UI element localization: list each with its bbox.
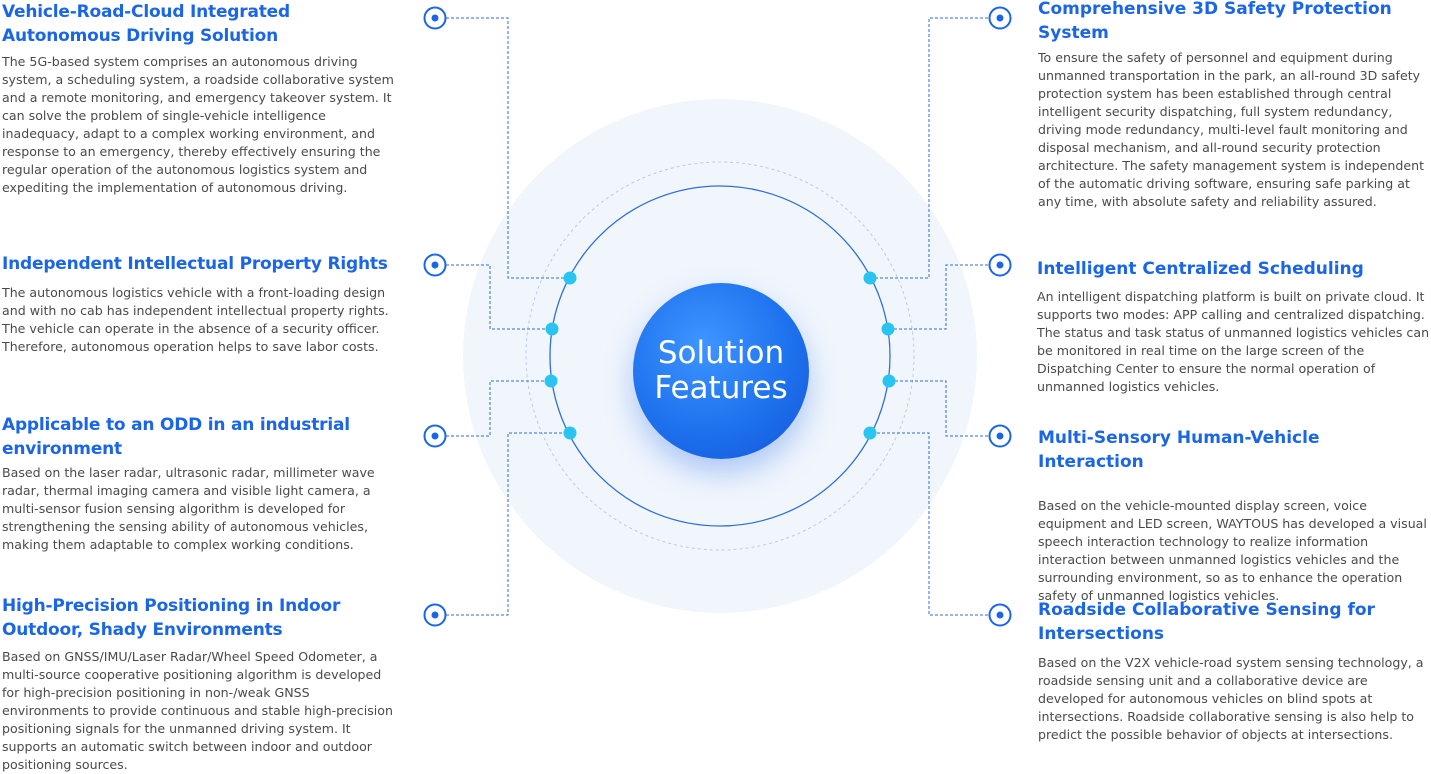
feature-description: Based on GNSS/IMU/Laser Radar/Wheel Spee…	[2, 649, 393, 772]
ring-node	[882, 374, 896, 388]
connector-left-3	[446, 380, 551, 437]
target-icon-dot	[996, 611, 1004, 619]
ring-node	[544, 374, 558, 388]
feature-description: Based on the laser radar, ultrasonic rad…	[2, 465, 375, 552]
feature-roadside-sensing: Roadside Collaborative Sensing for Inter…	[1038, 598, 1430, 744]
target-icon-dot	[431, 432, 439, 440]
feature-title: Independent Intellectual Property Rights	[2, 254, 388, 274]
outer-dashed-ring	[525, 161, 915, 551]
feature-title: Vehicle-Road-Cloud Integrated Autonomous…	[2, 2, 290, 46]
target-icon-dot	[431, 261, 439, 269]
connector-right-2	[888, 264, 988, 330]
ring-node	[863, 271, 877, 285]
target-icon-dot	[996, 261, 1004, 269]
feature-centralized-scheduling: Intelligent Centralized Scheduling An in…	[1037, 257, 1430, 396]
feature-description: Based on the vehicle-mounted display scr…	[1038, 498, 1427, 603]
connector-right-3	[889, 380, 988, 437]
feature-3d-safety: Comprehensive 3D Safety Protection Syste…	[1038, 0, 1430, 211]
connector-right-4	[870, 432, 988, 616]
feature-odd-industrial: Applicable to an ODD in an industrial en…	[2, 413, 398, 554]
ring-node	[881, 322, 895, 336]
feature-title: Applicable to an ODD in an industrial en…	[2, 415, 350, 459]
connector-left-2	[446, 264, 552, 330]
feature-title: High-Precision Positioning in Indoor Out…	[2, 596, 341, 640]
feature-vehicle-road-cloud: Vehicle-Road-Cloud Integrated Autonomous…	[2, 0, 398, 197]
target-icon-dot	[996, 432, 1004, 440]
center-title-line2: Features	[654, 370, 788, 406]
target-icon-dot	[431, 14, 439, 22]
inner-ring	[549, 185, 891, 527]
ring-node	[863, 426, 877, 440]
feature-title: Multi-Sensory Human-Vehicle Interaction	[1038, 428, 1320, 472]
feature-description: To ensure the safety of personnel and eq…	[1038, 50, 1425, 209]
target-icon-dot	[996, 14, 1004, 22]
ring-node	[563, 426, 577, 440]
feature-description: An intelligent dispatching platform is b…	[1037, 289, 1430, 394]
connector-left-1	[446, 17, 570, 279]
feature-human-vehicle-interaction: Multi-Sensory Human-Vehicle Interaction …	[1038, 426, 1430, 605]
feature-title: Roadside Collaborative Sensing for Inter…	[1038, 600, 1375, 644]
ring-node	[563, 271, 577, 285]
feature-title: Intelligent Centralized Scheduling	[1037, 259, 1364, 279]
solution-features-badge: Solution Features	[633, 283, 809, 459]
feature-title: Comprehensive 3D Safety Protection Syste…	[1038, 0, 1392, 43]
feature-high-precision-positioning: High-Precision Positioning in Indoor Out…	[2, 594, 398, 774]
center-title-line1: Solution	[657, 335, 785, 371]
feature-intellectual-property: Independent Intellectual Property Rights…	[2, 252, 398, 356]
target-icon-dot	[431, 611, 439, 619]
ring-node	[545, 322, 559, 336]
connector-left-4	[446, 432, 570, 616]
feature-description: The 5G-based system comprises an autonom…	[2, 54, 394, 195]
feature-description: Based on the V2X vehicle-road system sen…	[1038, 655, 1424, 742]
feature-description: The autonomous logistics vehicle with a …	[2, 285, 389, 354]
